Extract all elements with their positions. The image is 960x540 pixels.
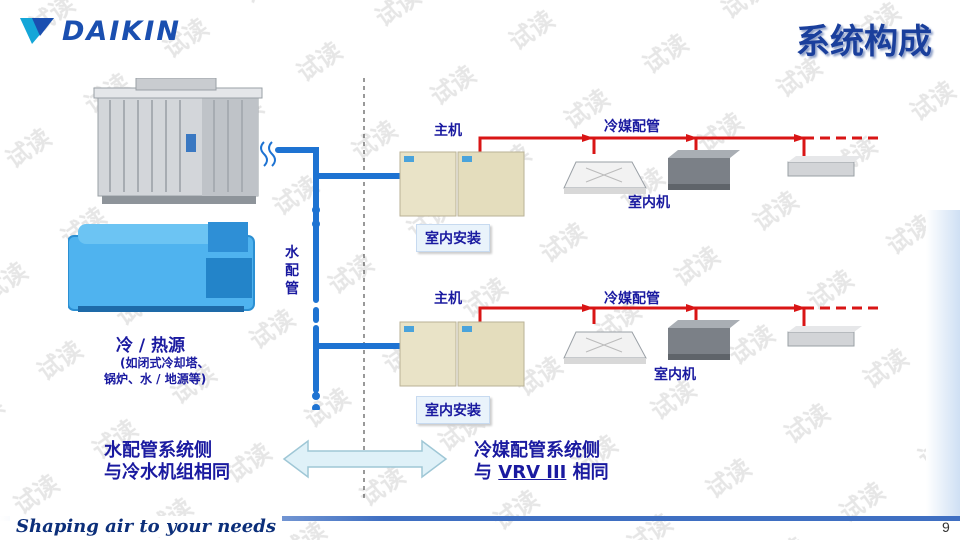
water-pipe-label: 水 配 管: [284, 244, 300, 298]
upper-slim-duct-unit: [787, 156, 862, 177]
water-pipe-diagram: [275, 147, 403, 410]
page-number: 9: [942, 519, 950, 535]
daikin-logo: DAIKIN: [18, 14, 181, 48]
divider-dashed-line: [363, 78, 365, 498]
refrigerant-side-note: 冷媒配管系统侧 与 VRV III 相同: [474, 440, 609, 484]
right-decor-band: [926, 210, 960, 520]
water-side-line2: 与冷水机组相同: [104, 462, 230, 483]
brand-name: DAIKIN: [62, 15, 181, 47]
water-side-line1: 水配管系统侧: [104, 440, 212, 461]
upper-indoor-unit-label: 室内机: [628, 195, 670, 211]
heat-source-title: 冷 / 热源: [116, 336, 186, 356]
lower-indoor-unit-label: 室内机: [654, 367, 696, 383]
footer-slogan: Shaping air to your needs: [10, 516, 282, 537]
refrigerant-side-suffix: 相同: [566, 462, 609, 483]
lower-slim-duct-unit: [787, 326, 862, 347]
lower-refrigerant-pipe-label: 冷媒配管: [604, 291, 660, 307]
lower-cassette-unit: [563, 331, 647, 364]
cooling-tower-image: [93, 78, 263, 204]
heat-source-detail-line1: (如闭式冷却塔、: [120, 356, 210, 370]
vrv-model-name: VRV III: [498, 462, 567, 483]
refrigerant-side-line2: 与 VRV III 相同: [474, 462, 609, 484]
lower-install-label: 室内安装: [416, 396, 490, 424]
lower-main-unit-label: 主机: [434, 291, 462, 307]
water-side-note: 水配管系统侧 与冷水机组相同: [104, 440, 230, 484]
lower-refrigerant-diagram: [399, 304, 884, 387]
upper-ducted-unit: [668, 150, 740, 190]
heat-source-detail-line2: 锅炉、水 / 地源等): [104, 372, 207, 386]
water-pipe-char-1: 水: [285, 245, 299, 261]
page-title: 系统构成: [796, 22, 932, 62]
bottom-decor-line: [0, 516, 960, 521]
upper-main-unit-label: 主机: [434, 123, 462, 139]
upper-cassette-unit: [563, 161, 647, 194]
refrigerant-side-line1: 冷媒配管系统侧: [474, 440, 600, 461]
water-pipe-char-3: 管: [285, 281, 299, 297]
upper-refrigerant-pipe-label: 冷媒配管: [604, 119, 660, 135]
double-arrow-icon: [282, 439, 448, 479]
upper-refrigerant-diagram: [399, 134, 884, 217]
water-pipe-char-2: 配: [285, 263, 299, 279]
lower-ducted-unit: [668, 320, 740, 360]
refrigerant-side-prefix: 与: [474, 462, 499, 483]
upper-install-label: 室内安装: [416, 224, 490, 252]
lower-main-unit: [399, 321, 525, 387]
upper-main-unit: [399, 151, 525, 217]
water-wave-icon: [260, 141, 276, 167]
daikin-logo-icon: [20, 18, 54, 44]
boiler-image: [68, 222, 255, 312]
